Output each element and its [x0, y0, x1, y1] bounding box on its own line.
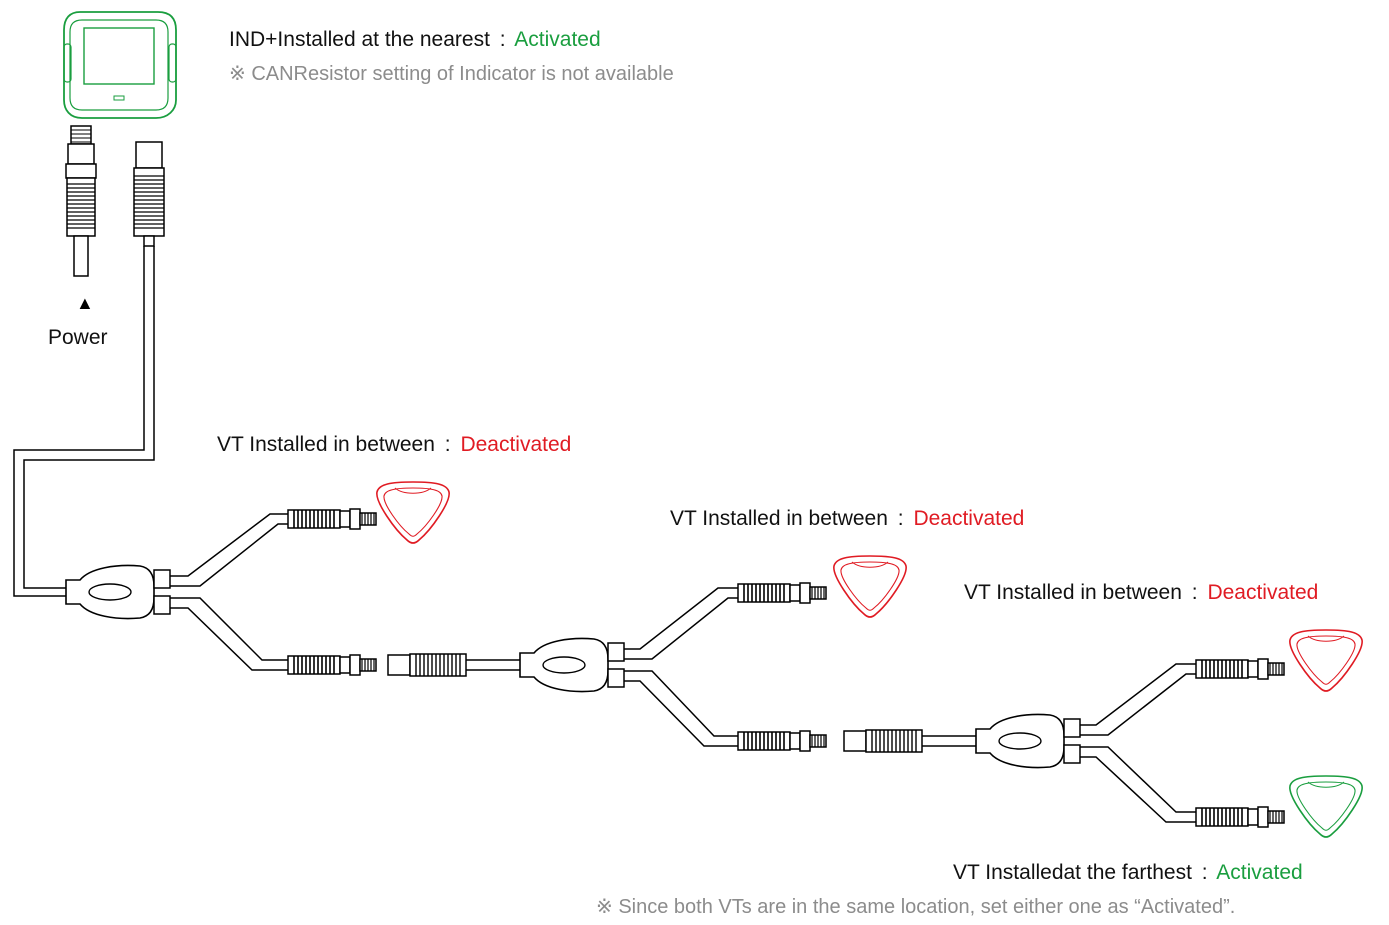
- branch-cables-3: [1080, 663, 1196, 823]
- y-splitter-icon: [519, 637, 625, 693]
- indicator-display-icon: [63, 11, 177, 119]
- indicator-cable-connector-icon: [133, 141, 165, 247]
- vt-label-text: VT Installedat the farthest: [953, 861, 1192, 884]
- vt-knob-icon: [1289, 629, 1363, 692]
- connector-icon: [1195, 658, 1285, 680]
- vt-separator: :: [444, 433, 451, 456]
- trunk-cable: [13, 246, 155, 597]
- vt-status: Deactivated: [913, 507, 1025, 530]
- y-splitter-icon: [65, 564, 171, 620]
- indicator-status: Activated: [514, 28, 601, 51]
- vt-label-2: VT Installed in between : Deactivated: [670, 508, 1024, 529]
- connector-icon: [737, 582, 827, 604]
- link-cable-1: [466, 659, 520, 671]
- indicator-label-text: IND+Installed at the nearest: [229, 28, 490, 51]
- vt-separator: :: [1191, 581, 1198, 604]
- connector-icon: [287, 654, 377, 676]
- connector-icon: [843, 729, 923, 753]
- vt-label-text: VT Installed in between: [217, 433, 435, 456]
- vt-separator: :: [1201, 861, 1208, 884]
- connector-icon: [387, 653, 467, 677]
- indicator-note: ※ CANResistor setting of Indicator is no…: [229, 63, 674, 85]
- y-splitter-icon: [975, 713, 1081, 769]
- vt-status: Deactivated: [460, 433, 572, 456]
- branch-cables-1: [170, 513, 288, 671]
- connector-icon: [737, 730, 827, 752]
- footer-note: ※ Since both VTs are in the same locatio…: [596, 896, 1236, 918]
- vt-knob-icon: [376, 481, 450, 544]
- vt-label-1: VT Installed in between : Deactivated: [217, 434, 571, 455]
- vt-label-3: VT Installed in between : Deactivated: [964, 582, 1318, 603]
- vt-separator: :: [897, 507, 904, 530]
- vt-label-4: VT Installedat the farthest : Activated: [953, 862, 1303, 883]
- branch-cables-2: [624, 587, 738, 747]
- connector-icon: [1195, 806, 1285, 828]
- vt-label-text: VT Installed in between: [964, 581, 1182, 604]
- indicator-label: IND+Installed at the nearest : Activated: [229, 29, 601, 50]
- vt-knob-icon: [1289, 775, 1363, 838]
- vt-label-text: VT Installed in between: [670, 507, 888, 530]
- vt-status: Deactivated: [1207, 581, 1319, 604]
- indicator-separator: :: [499, 28, 506, 51]
- power-connector-icon: [65, 125, 97, 277]
- vt-status: Activated: [1216, 861, 1303, 884]
- connector-icon: [287, 508, 377, 530]
- power-arrow-icon: ▲: [76, 293, 94, 313]
- power-label: Power: [48, 326, 108, 349]
- link-cable-2: [922, 735, 976, 747]
- vt-knob-icon: [833, 555, 907, 618]
